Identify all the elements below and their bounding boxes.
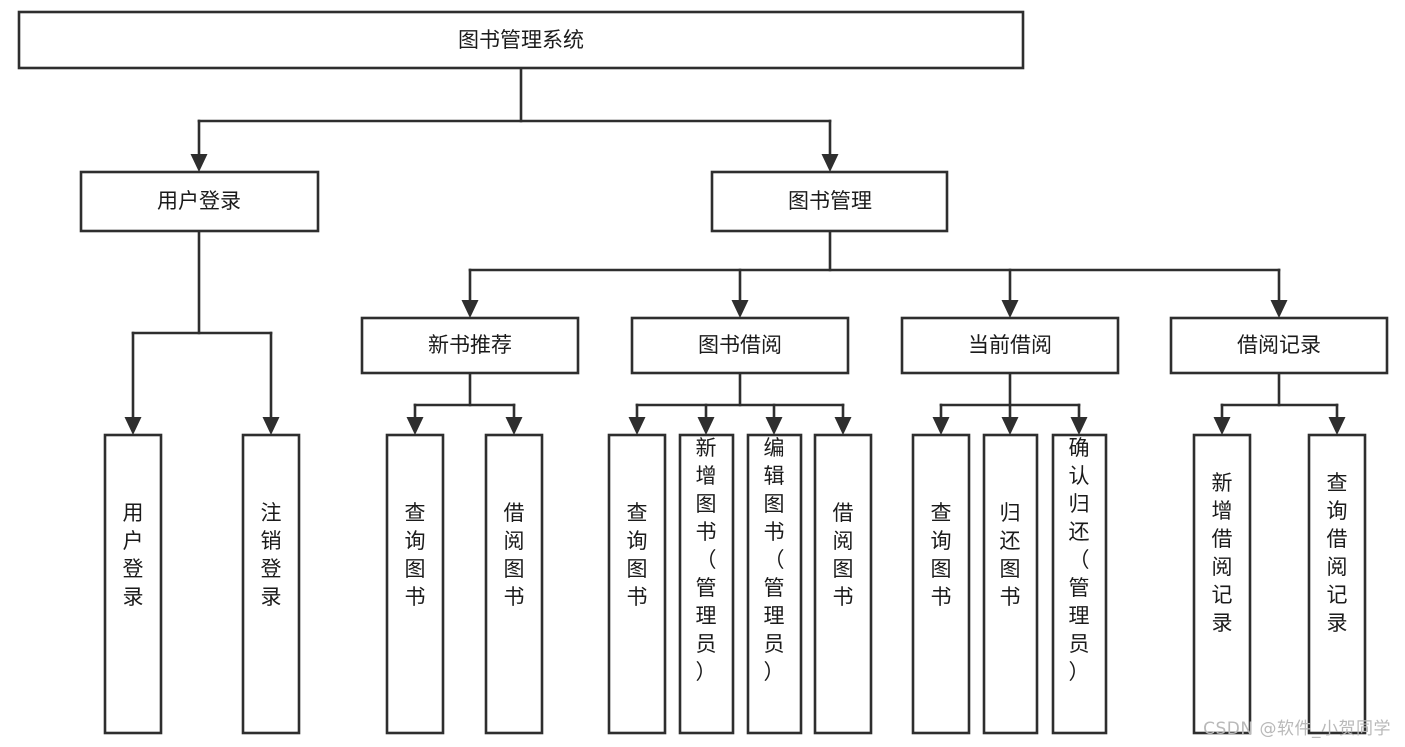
leaf-node-query-book-2[interactable]: 查询图书 <box>607 433 667 735</box>
node-new-book-recommend-label: 新书推荐 <box>428 333 512 357</box>
node-current-borrow[interactable]: 当前借阅 <box>900 316 1120 375</box>
arrow-icon-to-book-manage <box>821 154 839 172</box>
arrow-icon-to-leaf-return-book <box>1001 417 1019 435</box>
leaf-node-user-logout[interactable]: 注销登录 <box>241 433 301 735</box>
leaf-node-query-book-1[interactable]: 查询图书 <box>385 433 445 735</box>
node-book-borrow[interactable]: 图书借阅 <box>630 316 850 375</box>
node-book-borrow-box[interactable] <box>630 316 850 375</box>
node-user-login-label: 用户登录 <box>157 189 241 213</box>
connectors-borrow-record-to-leaves <box>1213 371 1346 435</box>
node-user-login-box[interactable] <box>79 170 320 233</box>
leaf-node-query-record[interactable]: 查询借阅记录 <box>1307 433 1367 735</box>
leaf-return-book-label: 归还图书 <box>1000 501 1021 609</box>
leaf-node-add-book[interactable]: 新增图书（管理员） <box>678 433 735 735</box>
arrow-icon-to-leaf-confirm-return <box>1070 417 1088 435</box>
arrow-icon-to-leaf-query-book-3 <box>932 417 950 435</box>
leaf-node-user-login[interactable]: 用户登录 <box>103 433 163 735</box>
arrow-icon-to-current-borrow <box>1001 300 1019 318</box>
leaf-add-book-box[interactable] <box>678 433 735 735</box>
leaf-user-logout-box[interactable] <box>241 433 301 735</box>
arrow-icon-to-leaf-user-logout <box>262 417 280 435</box>
arrow-icon-to-borrow-record <box>1270 300 1288 318</box>
node-root-box[interactable] <box>17 10 1025 70</box>
node-current-borrow-box[interactable] <box>900 316 1120 375</box>
arrow-icon-to-leaf-query-book-1 <box>406 417 424 435</box>
connectors-current-borrow-to-leaves <box>932 371 1088 435</box>
node-book-manage[interactable]: 图书管理 <box>710 170 949 233</box>
node-user-login[interactable]: 用户登录 <box>79 170 320 233</box>
leaf-query-book-3-box[interactable] <box>911 433 971 735</box>
leaf-confirm-return-label: 确认归还（管理员） <box>1069 436 1090 684</box>
leaf-borrow-book-2-label: 借阅图书 <box>833 501 854 609</box>
leaf-borrow-book-1-box[interactable] <box>484 433 544 735</box>
node-new-book-recommend-box[interactable] <box>360 316 580 375</box>
leaf-query-record-label: 查询借阅记录 <box>1327 471 1348 635</box>
leaf-node-edit-book[interactable]: 编辑图书（管理员） <box>746 433 803 735</box>
node-borrow-record-label: 借阅记录 <box>1237 333 1321 357</box>
arrow-icon-to-new-book-recommend <box>461 300 479 318</box>
node-root[interactable]: 图书管理系统 <box>17 10 1025 70</box>
leaf-query-book-1-box[interactable] <box>385 433 445 735</box>
leaf-query-record-box[interactable] <box>1307 433 1367 735</box>
arrow-icon-to-leaf-query-record <box>1328 417 1346 435</box>
arrow-icon-to-book-borrow <box>731 300 749 318</box>
node-borrow-record-box[interactable] <box>1169 316 1389 375</box>
leaf-node-add-record[interactable]: 新增借阅记录 <box>1192 433 1252 735</box>
leaf-confirm-return-box[interactable] <box>1051 433 1108 735</box>
leaf-query-book-3-label: 查询图书 <box>931 501 952 609</box>
leaf-node-borrow-book-1[interactable]: 借阅图书 <box>484 433 544 735</box>
arrow-icon-to-leaf-borrow-book-1 <box>505 417 523 435</box>
connectors-level1-to-level2 <box>190 66 839 172</box>
arrow-icon-to-leaf-user-login <box>124 417 142 435</box>
node-book-manage-label: 图书管理 <box>788 189 872 213</box>
node-borrow-record[interactable]: 借阅记录 <box>1169 316 1389 375</box>
node-current-borrow-label: 当前借阅 <box>968 333 1052 357</box>
arrow-icon-to-leaf-query-book-2 <box>628 417 646 435</box>
leaf-user-logout-label: 注销登录 <box>261 501 282 609</box>
node-new-book-recommend[interactable]: 新书推荐 <box>360 316 580 375</box>
leaf-query-book-2-label: 查询图书 <box>627 501 648 609</box>
leaf-node-return-book[interactable]: 归还图书 <box>982 433 1039 735</box>
connectors-new-book-recommend-to-leaves <box>406 371 523 435</box>
leaf-edit-book-label: 编辑图书（管理员） <box>764 436 785 684</box>
leaf-return-book-box[interactable] <box>982 433 1039 735</box>
leaf-borrow-book-2-box[interactable] <box>813 433 873 735</box>
connectors-user-login-to-leaves <box>124 229 280 435</box>
node-root-label: 图书管理系统 <box>458 28 584 52</box>
arrow-icon-to-user-login <box>190 154 208 172</box>
leaf-node-borrow-book-2[interactable]: 借阅图书 <box>813 433 873 735</box>
leaf-user-login-box[interactable] <box>103 433 163 735</box>
leaf-add-record-label: 新增借阅记录 <box>1212 471 1233 635</box>
leaf-edit-book-box[interactable] <box>746 433 803 735</box>
arrow-icon-to-leaf-add-book <box>697 417 715 435</box>
leaf-borrow-book-1-label: 借阅图书 <box>504 501 525 609</box>
leaf-node-query-book-3[interactable]: 查询图书 <box>911 433 971 735</box>
leaf-node-confirm-return[interactable]: 确认归还（管理员） <box>1051 433 1108 735</box>
connectors-book-borrow-to-leaves <box>628 371 852 435</box>
node-book-manage-box[interactable] <box>710 170 949 233</box>
leaf-add-book-label: 新增图书（管理员） <box>696 436 717 684</box>
arrow-icon-to-leaf-borrow-book-2 <box>834 417 852 435</box>
leaf-add-record-box[interactable] <box>1192 433 1252 735</box>
arrow-icon-to-leaf-add-record <box>1213 417 1231 435</box>
arrow-icon-to-leaf-edit-book <box>765 417 783 435</box>
node-book-borrow-label: 图书借阅 <box>698 333 782 357</box>
connectors-book-manage-to-level3 <box>461 229 1288 318</box>
leaf-user-login-label: 用户登录 <box>123 501 144 609</box>
leaf-query-book-2-box[interactable] <box>607 433 667 735</box>
leaf-query-book-1-label: 查询图书 <box>405 501 426 609</box>
